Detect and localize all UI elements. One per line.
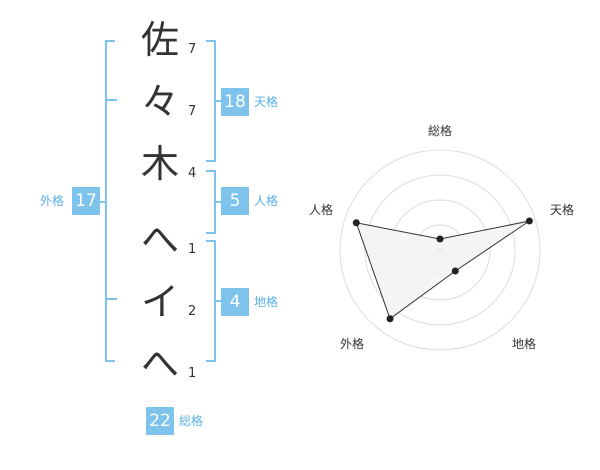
radar-grid-ring — [364, 174, 516, 326]
gaikaku-score: 17 — [72, 187, 100, 215]
jinkaku-connector — [214, 201, 222, 203]
name-char-3: 木 — [140, 142, 179, 186]
chikaku-label: 地格 — [254, 295, 279, 309]
stroke-count-2: 7 — [188, 104, 197, 119]
stroke-count-3: 4 — [188, 166, 197, 181]
tenkaku-connector — [214, 100, 222, 102]
chikaku-score: 4 — [221, 288, 249, 316]
soukaku-score: 22 — [146, 407, 174, 435]
stroke-count-5: 2 — [188, 304, 197, 319]
radar-point-soukaku — [436, 235, 444, 243]
name-char-1: 佐 — [140, 18, 179, 62]
name-char-4: へ — [140, 218, 179, 262]
name-char-2: 々 — [140, 80, 179, 124]
soukaku-label: 総格 — [179, 414, 204, 428]
stroke-count-6: 1 — [188, 366, 197, 381]
jinkaku-score: 5 — [221, 187, 249, 215]
radar-point-gaikaku — [386, 315, 394, 323]
radar-point-tenkaku — [525, 217, 533, 225]
name-char-6: へ — [140, 342, 179, 386]
gaikaku-bracket-tick-1 — [105, 99, 117, 101]
radar-label-jinkaku: 人格 — [309, 203, 334, 217]
gaikaku-label: 外格 — [40, 194, 65, 208]
tenkaku-label: 天格 — [254, 95, 279, 109]
gaikaku-bracket-tick-2 — [105, 298, 117, 300]
radar-label-tenkaku: 天格 — [550, 203, 575, 217]
radar-area — [355, 220, 530, 320]
stroke-count-1: 7 — [188, 42, 197, 57]
radar-point-jinkaku — [352, 219, 360, 227]
stroke-count-4: 1 — [188, 242, 197, 257]
radar-label-soukaku: 総格 — [428, 124, 453, 138]
radar-label-chikaku: 地格 — [512, 337, 537, 351]
gaikaku-connector — [100, 201, 107, 203]
radar-grid-ring — [339, 149, 541, 351]
radar-point-chikaku — [451, 267, 459, 275]
tenkaku-score: 18 — [221, 88, 249, 116]
chikaku-connector — [214, 300, 222, 302]
jinkaku-label: 人格 — [254, 194, 279, 208]
radar-points — [352, 217, 533, 323]
name-char-5: イ — [140, 280, 179, 324]
radar-label-gaikaku: 外格 — [340, 337, 365, 351]
